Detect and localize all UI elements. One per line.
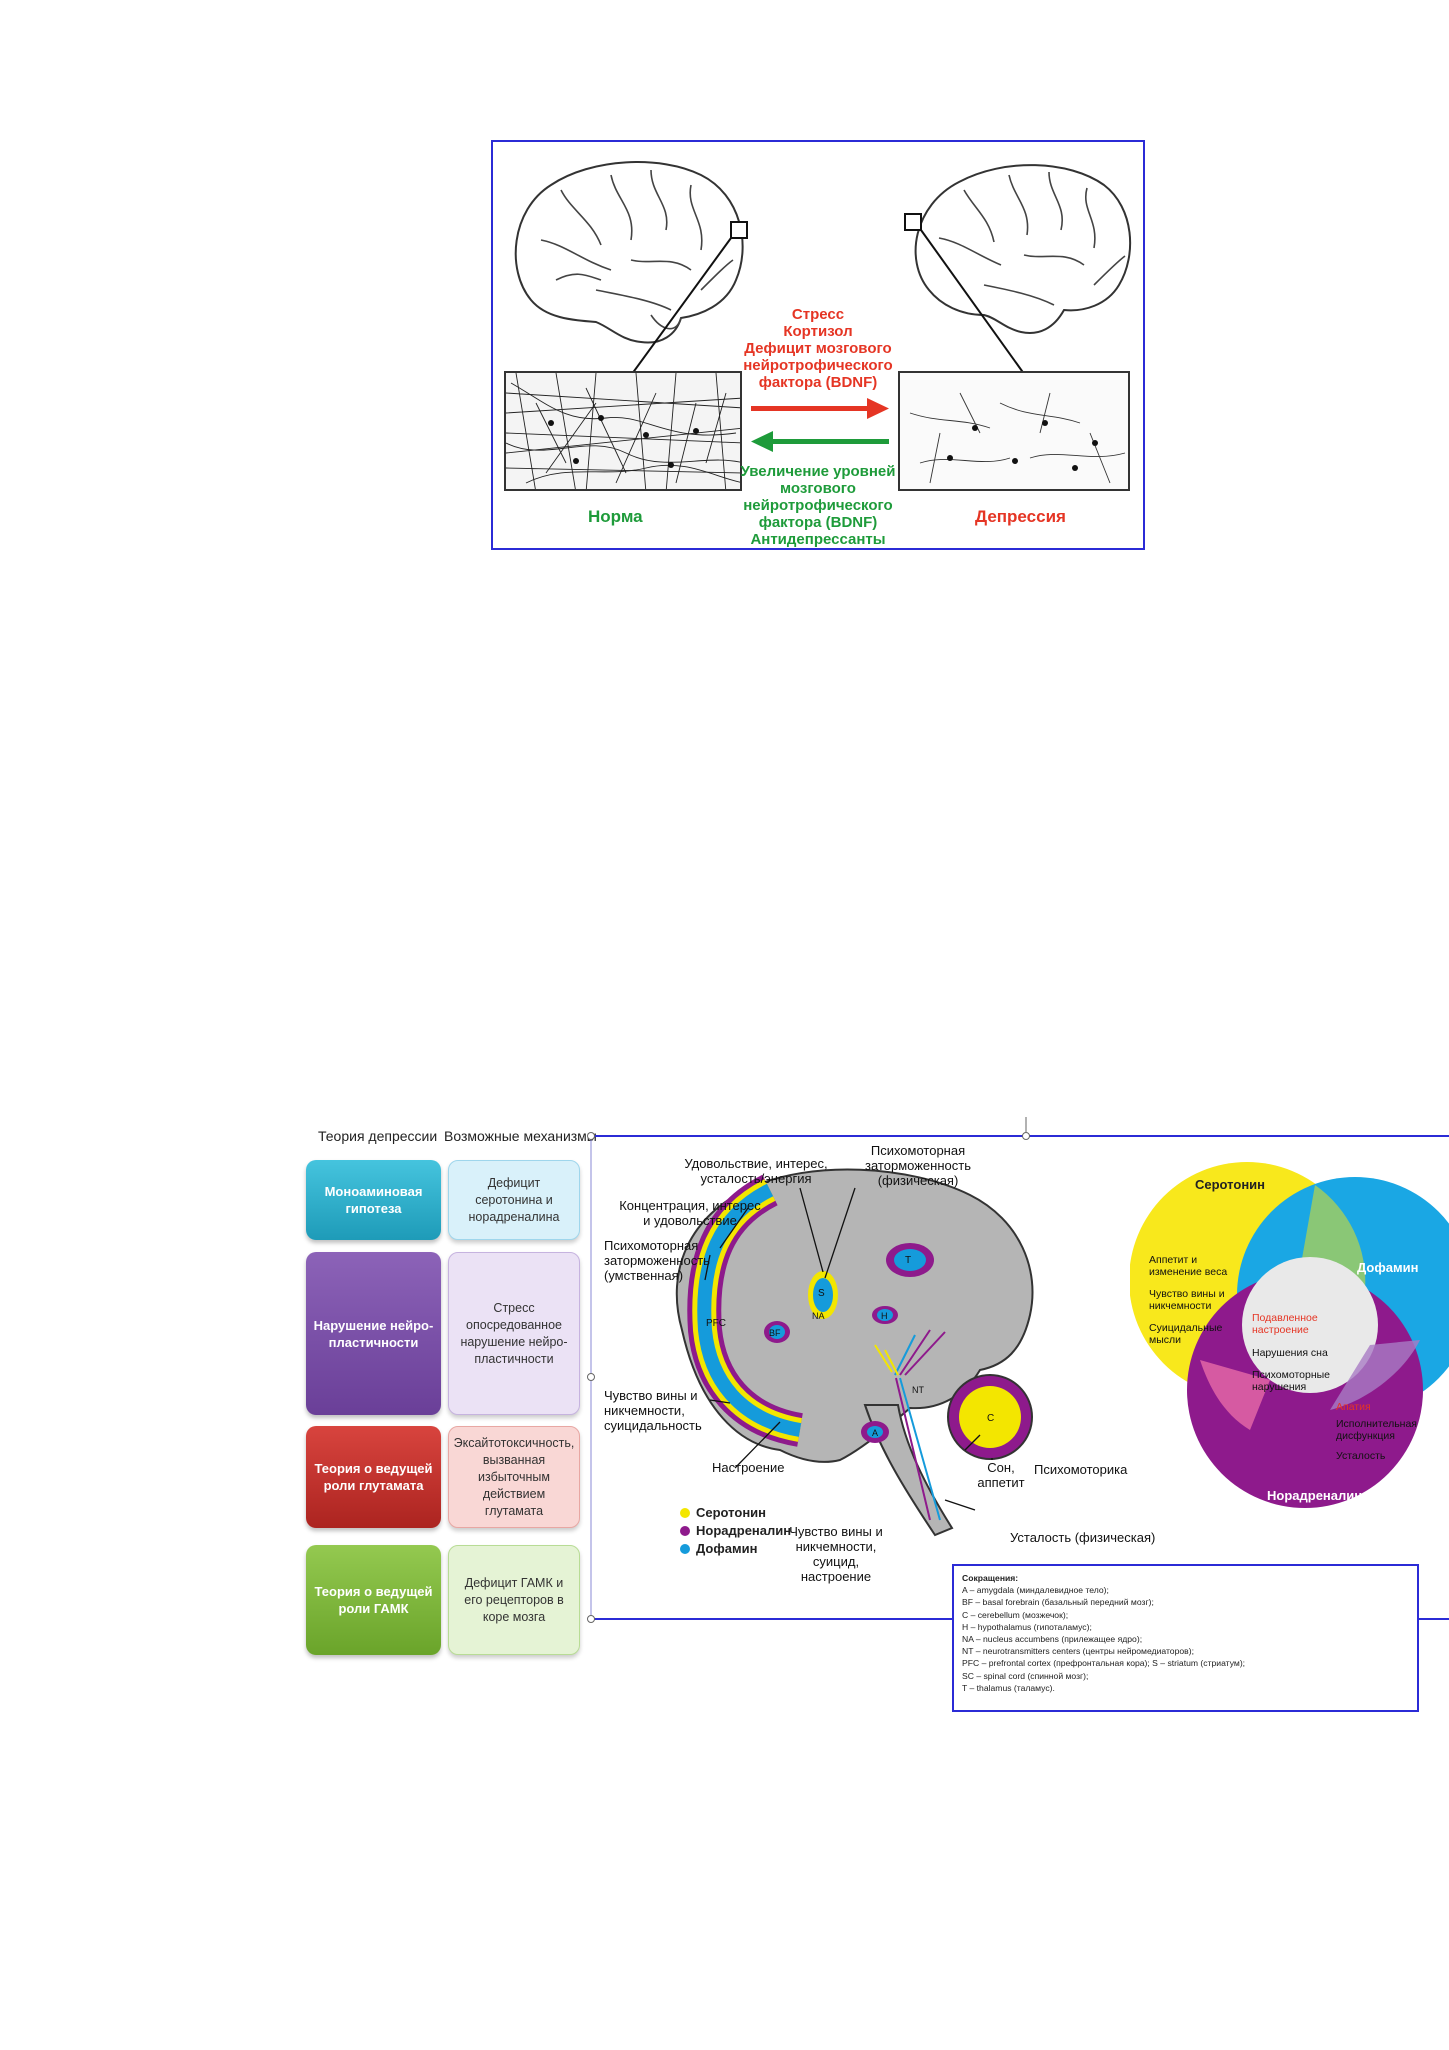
normal-brain-drawing [514, 161, 748, 379]
region-t: T [905, 1255, 912, 1266]
abbreviations-box: Сокращения: A – amygdala (миндалевидное … [952, 1564, 1419, 1712]
mechanism-monoamine: Дефицит серотонина и норадреналина [448, 1160, 580, 1240]
region-nt: NT [912, 1385, 924, 1395]
legend-noradrenaline-text: Норадреналин [696, 1523, 792, 1538]
abbr-line: T – thalamus (таламус). [962, 1682, 1055, 1693]
label-guilt-bottom: Чувство вины и никчемности, суицид, наст… [789, 1524, 883, 1584]
label-sleep: Сон, аппетит [977, 1460, 1025, 1490]
theory-neuroplasticity: Нарушение нейро-пластичности [306, 1252, 441, 1415]
venn-noradrenaline-title: Норадреналин [1267, 1488, 1363, 1503]
region-s: S [818, 1288, 825, 1299]
brain-plasticity-figure: Стресс Кортизол Дефицит мозгового нейрот… [491, 140, 1145, 550]
norm-label: Норма [588, 507, 643, 526]
bdnf-deficit-text-3: фактора (BDNF) [758, 374, 878, 391]
abbr-line: BF – basal forebrain (базальный передний… [962, 1597, 1154, 1608]
legend-noradrenaline: Норадреналин [680, 1523, 791, 1538]
label-psychomotor-mental: Психомоторная заторможенность (умственна… [604, 1238, 710, 1283]
cortisol-text: Кортизол [783, 323, 853, 340]
venn-depressed-mood: Подавленное настроение [1252, 1312, 1318, 1336]
label-guilt-left: Чувство вины и никчемности, суицидальнос… [604, 1388, 702, 1433]
abbreviations-title: Сокращения: [962, 1573, 1019, 1583]
legend-serotonin: Серотонин [680, 1505, 766, 1520]
dopamine-swatch [680, 1543, 690, 1554]
red-arrow [751, 398, 889, 419]
venn-serotonin-title: Серотонин [1195, 1177, 1266, 1192]
bdnf-deficit-text-2: нейротрофического [743, 357, 893, 374]
region-h: H [881, 1311, 888, 1321]
legend-serotonin-text: Серотонин [696, 1505, 767, 1520]
abbr-line: C – cerebellum (мозжечок); [962, 1609, 1069, 1620]
theory-glutamate: Теория о ведущей роли глутамата [306, 1426, 441, 1528]
abbr-line: PFC – prefrontal cortex (префронтальная … [962, 1658, 1246, 1669]
bdnf-increase-text: Увеличение уровней [740, 463, 896, 480]
depressed-brain-drawing [904, 164, 1132, 379]
label-mood: Настроение [712, 1460, 785, 1475]
mechanism-neuroplasticity: Стресс опосредованное нарушение нейро-пл… [448, 1252, 580, 1415]
venn-apathy: Апатия [1336, 1401, 1371, 1413]
bdnf-increase-text-2: мозгового [780, 480, 856, 497]
mechanisms-column-header: Возможные механизмы [444, 1128, 597, 1144]
bdnf-deficit-text: Дефицит мозгового [744, 340, 892, 357]
mechanism-glutamate: Эксайтотоксичность, вызванная избыточным… [448, 1426, 580, 1528]
venn-dopamine-title: Дофамин [1357, 1260, 1419, 1275]
region-a: A [872, 1428, 879, 1438]
stress-factors: Стресс Кортизол Дефицит мозгового нейрот… [738, 306, 898, 391]
bdnf-increase-text-3: нейротрофического [743, 497, 893, 514]
label-psychomotor-physical-top: Психомоторная заторможенность (физическа… [865, 1143, 971, 1188]
abbr-line: NT – neurotransmitters centers (центры н… [962, 1646, 1194, 1657]
recovery-factors: Увеличение уровней мозгового нейротрофич… [733, 463, 903, 548]
label-pleasure: Удовольствие, интерес, усталость/энергия [684, 1156, 828, 1186]
abbr-line: A – amygdala (миндалевидное тело); [962, 1585, 1109, 1596]
venn-appetite: Аппетит и изменение веса [1149, 1254, 1228, 1278]
arrows [751, 398, 889, 452]
abbr-line: SC – spinal cord (спинной мозг); [962, 1670, 1089, 1681]
abbr-line: NA – nucleus accumbens (прилежащее ядро)… [962, 1634, 1143, 1645]
label-psychomotorics: Психомоторика [1034, 1462, 1128, 1477]
legend-dopamine: Дофамин [680, 1541, 757, 1556]
venn-diagram [1130, 1162, 1449, 1508]
green-arrow [751, 431, 889, 452]
venn-sleep: Нарушения сна [1252, 1347, 1328, 1359]
region-bf: BF [769, 1328, 781, 1338]
venn-psychomotor: Психомоторные нарушения [1252, 1369, 1331, 1393]
region-pfc: PFC [706, 1318, 726, 1329]
brain-sagittal-diagram [675, 1168, 1034, 1537]
theory-gaba: Теория о ведущей роли ГАМК [306, 1545, 441, 1655]
antidepressants-text: Антидепрессанты [750, 531, 886, 548]
depressed-neuron-network [898, 371, 1130, 491]
serotonin-swatch [680, 1507, 690, 1518]
label-concentration: Концентрация, интерес и удовольствие [619, 1198, 761, 1228]
depression-label: Депрессия [975, 507, 1066, 526]
venn-suicidal: Суицидальные мысли [1149, 1322, 1223, 1346]
abbr-line: H – hypothalamus (гипоталамус); [962, 1621, 1092, 1632]
stress-text: Стресс [791, 306, 845, 323]
noradrenaline-swatch [680, 1525, 690, 1536]
theory-monoamine: Моноаминовая гипотеза [306, 1160, 441, 1240]
mechanism-gaba: Дефицит ГАМК и его рецепторов в коре моз… [448, 1545, 580, 1655]
legend-dopamine-text: Дофамин [696, 1541, 758, 1556]
venn-executive: Исполнительная дисфункция [1336, 1418, 1417, 1442]
bdnf-increase-text-4: фактора (BDNF) [758, 514, 878, 531]
label-fatigue-physical: Усталость (физическая) [1010, 1530, 1156, 1545]
venn-guilt: Чувство вины и никчемности [1149, 1288, 1225, 1312]
region-c: C [987, 1413, 995, 1424]
theory-column-header: Теория депрессии [318, 1128, 438, 1144]
normal-neuron-network [504, 371, 742, 491]
venn-fatigue: Усталость [1336, 1450, 1386, 1462]
region-na: NA [812, 1311, 825, 1321]
